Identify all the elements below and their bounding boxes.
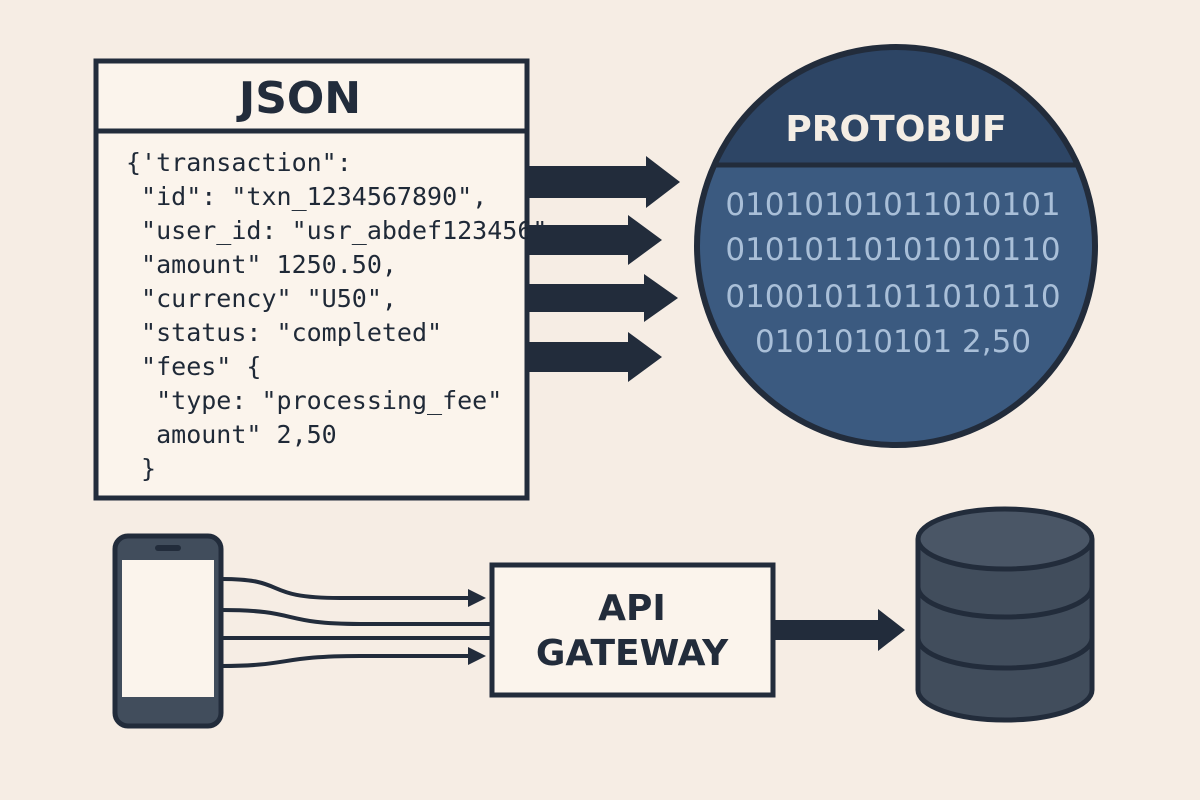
api-gateway-line-2: GATEWAY [536, 633, 729, 674]
phone-icon [112, 533, 224, 729]
json-line-5: "currency" "U50", [126, 284, 397, 313]
json-line-3: "user_id: "usr_abdef123456", [126, 216, 563, 245]
binary-line-4: 0101010101 2,50 [755, 324, 1031, 360]
connector-arrowheads [468, 589, 486, 665]
api-gateway-frame [489, 562, 776, 698]
json-line-9: amount" 2,50 [126, 420, 337, 449]
connector-2 [221, 608, 492, 626]
json-line-7: "fees" { [126, 352, 261, 381]
json-panel: JSON {'transaction": "id": "txn_12345678… [93, 58, 563, 501]
binary-line-1: 01010101011010101 [725, 187, 1060, 223]
arrow-4 [528, 332, 662, 382]
gateway-to-database-arrow [774, 609, 905, 651]
json-line-6: "status: "completed" [126, 318, 442, 347]
json-line-10: } [126, 454, 156, 483]
json-line-2: "id": "txn_1234567890", [126, 182, 487, 211]
json-title: JSON [236, 73, 361, 124]
protobuf-title: PROTOBUF [785, 109, 1006, 150]
binary-line-2: 01010110101010110 [725, 232, 1060, 268]
json-to-protobuf-arrows [528, 156, 680, 382]
arrow-1 [528, 156, 680, 208]
api-gateway-line-1: API [598, 588, 666, 629]
api-gateway-box: API GATEWAY [489, 562, 776, 698]
connector-4 [221, 654, 470, 668]
json-line-8: "type: "processing_fee" [126, 386, 502, 415]
connector-1 [221, 577, 470, 600]
binary-line-3: 01001011011010110 [725, 279, 1060, 315]
json-panel-frame [93, 58, 530, 501]
arrow-3 [528, 274, 678, 322]
phone-to-gateway-lines [221, 577, 492, 668]
json-line-4: "amount" 1250.50, [126, 250, 397, 279]
protobuf-circle: PROTOBUF 01010101011010101 0101011010101… [694, 44, 1098, 448]
arrow-2 [528, 215, 662, 265]
json-line-1: {'transaction": [126, 148, 352, 177]
database-icon [915, 506, 1095, 723]
protobuf-circle-border [694, 44, 1098, 448]
